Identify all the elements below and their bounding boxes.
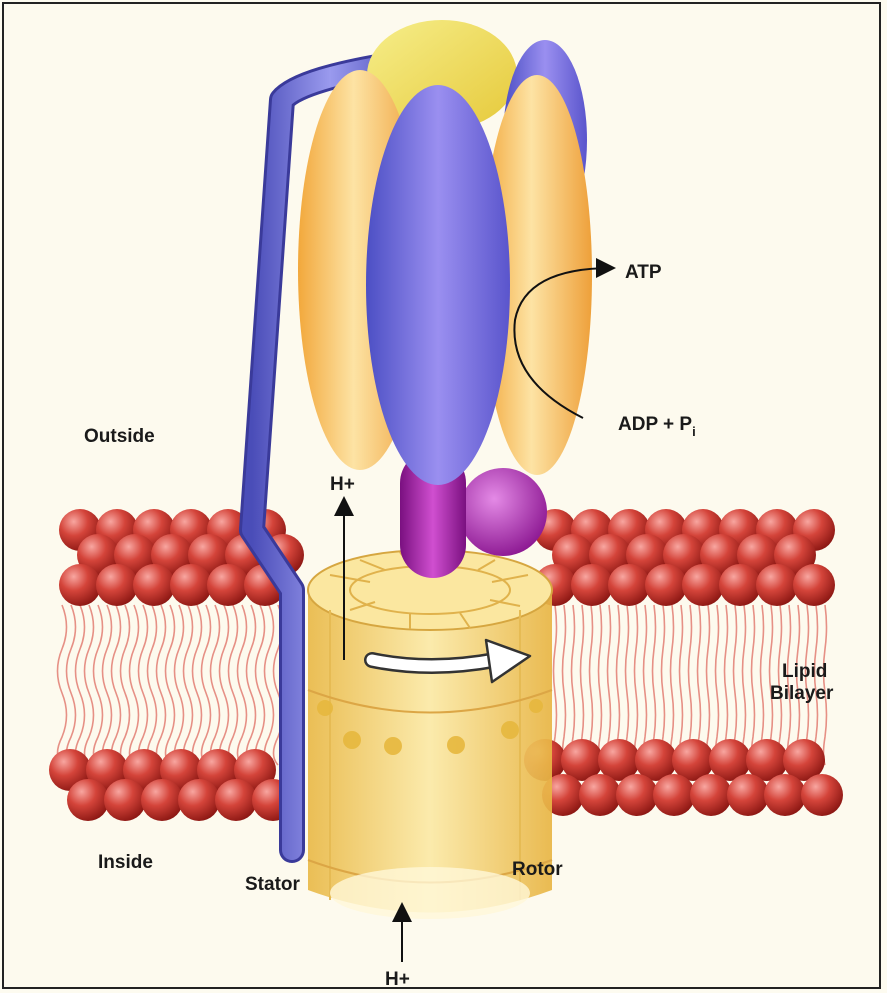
lipid-tail	[85, 605, 94, 765]
lipid-head	[133, 564, 175, 606]
lipid-tail	[166, 605, 175, 765]
lipid-head	[215, 779, 257, 821]
lipid-head	[104, 779, 146, 821]
lipid-label-line1: Lipid	[782, 661, 827, 682]
lipid-head	[579, 774, 621, 816]
lipid-head	[756, 564, 798, 606]
lipid-head	[727, 774, 769, 816]
lipid-tail	[608, 605, 611, 765]
lipid-tails-left	[58, 605, 292, 765]
lipid-tail	[599, 605, 602, 765]
lipid-head	[645, 564, 687, 606]
rotor-label: Rotor	[512, 859, 563, 880]
lipid-head	[96, 564, 138, 606]
lipid-tail	[554, 605, 557, 765]
adp-subscript: i	[692, 424, 696, 439]
h-plus-top-label: H+	[330, 474, 355, 495]
lipid-tail	[193, 605, 202, 765]
lipid-head	[690, 774, 732, 816]
lipid-head	[67, 779, 109, 821]
beta-subunit-front	[366, 85, 510, 485]
lipid-tail	[671, 605, 674, 765]
lipid-head	[178, 779, 220, 821]
lipid-tail	[680, 605, 683, 765]
lipid-tail	[211, 605, 220, 765]
lipid-heads-lower-left	[49, 749, 294, 821]
lipid-tail	[67, 605, 76, 765]
lipid-tail	[644, 605, 647, 765]
lipid-tail	[130, 605, 139, 765]
lipid-heads-upper-right	[534, 509, 835, 606]
lipid-tail	[121, 605, 130, 765]
lipid-tail	[94, 605, 103, 765]
lipid-tail	[112, 605, 121, 765]
atp-label: ATP	[625, 262, 662, 283]
lipid-tail	[247, 605, 256, 765]
lipid-tail	[256, 605, 265, 765]
lipid-tail	[752, 605, 755, 765]
lipid-tail	[76, 605, 85, 765]
lipid-head	[764, 774, 806, 816]
lipid-tail	[58, 605, 67, 765]
stator-label: Stator	[245, 874, 301, 895]
lipid-tail	[220, 605, 229, 765]
lipid-tail	[707, 605, 710, 765]
lipid-head	[141, 779, 183, 821]
lipid-tail	[716, 605, 719, 765]
lipid-label-line2: Bilayer	[770, 683, 834, 704]
lipid-head	[616, 774, 658, 816]
lipid-head	[801, 774, 843, 816]
lipid-tail	[148, 605, 157, 765]
lipid-tail	[202, 605, 211, 765]
lipid-tail	[635, 605, 638, 765]
h-plus-bottom-label: H+	[385, 969, 410, 990]
inside-label: Inside	[98, 852, 153, 873]
epsilon-subunit	[459, 468, 547, 556]
lipid-head	[59, 564, 101, 606]
lipid-tail	[157, 605, 166, 765]
lipid-head	[682, 564, 724, 606]
lipid-head	[653, 774, 695, 816]
lipid-head	[170, 564, 212, 606]
lipid-heads-lower-right	[524, 739, 843, 816]
svg-text:ADP + Pi: ADP + Pi	[618, 414, 696, 439]
lipid-tail	[238, 605, 247, 765]
lipid-head	[608, 564, 650, 606]
lipid-tail	[563, 605, 566, 765]
lipid-tail	[265, 605, 274, 765]
lipid-tail	[103, 605, 112, 765]
lipid-tail	[175, 605, 184, 765]
lipid-tail	[139, 605, 148, 765]
lipid-head	[719, 564, 761, 606]
lipid-head	[793, 564, 835, 606]
lipid-tail	[743, 605, 746, 765]
lipid-head	[571, 564, 613, 606]
lipid-head	[207, 564, 249, 606]
outside-label: Outside	[84, 426, 155, 447]
lipid-tail	[184, 605, 193, 765]
adp-label: ADP + P	[618, 414, 692, 435]
lipid-tail	[229, 605, 238, 765]
